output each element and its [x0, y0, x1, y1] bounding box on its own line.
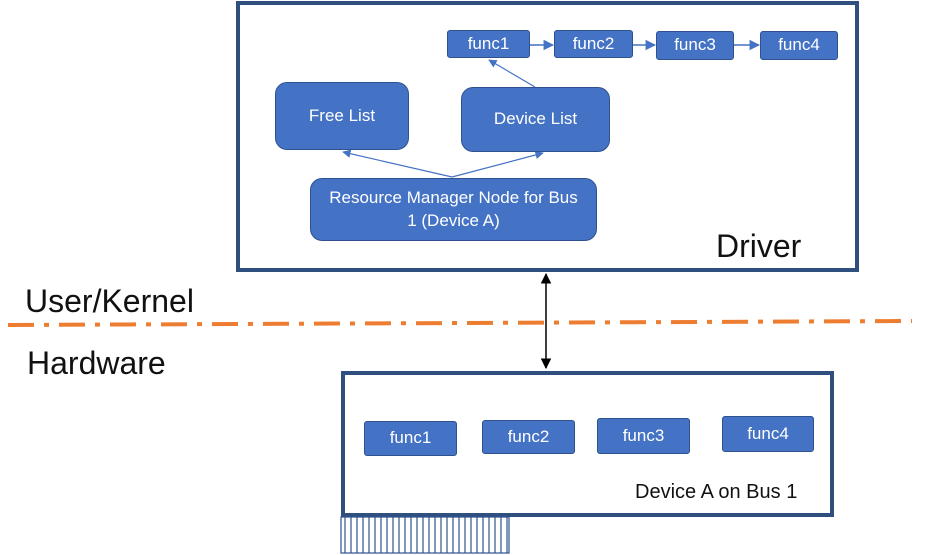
device-func3-node: func3	[597, 418, 690, 454]
device-list-node: Device List	[461, 87, 610, 152]
user-kernel-label: User/Kernel	[25, 283, 194, 319]
device-func2-node: func2	[482, 420, 575, 454]
driver-func3-node: func3	[656, 31, 734, 60]
device-label: Device A on Bus 1	[635, 481, 798, 503]
rm-to-device-list-arrow	[451, 150, 544, 178]
free-list-node: Free List	[275, 82, 409, 150]
edge-connector	[340, 516, 510, 554]
resource-manager-node: Resource Manager Node for Bus 1 (Device …	[310, 178, 597, 241]
device-list-to-func1-arrow	[488, 59, 536, 88]
driver-func4-node: func4	[760, 31, 838, 60]
user-kernel-boundary-line	[7, 319, 913, 327]
device-func4-node: func4	[722, 416, 814, 452]
device-func1-node: func1	[364, 421, 457, 456]
driver-func2-node: func2	[554, 30, 633, 58]
driver-label: Driver	[716, 228, 802, 264]
driver-func1-node: func1	[447, 30, 530, 58]
rm-to-free-list-arrow	[342, 149, 453, 178]
hardware-label: Hardware	[27, 345, 166, 381]
